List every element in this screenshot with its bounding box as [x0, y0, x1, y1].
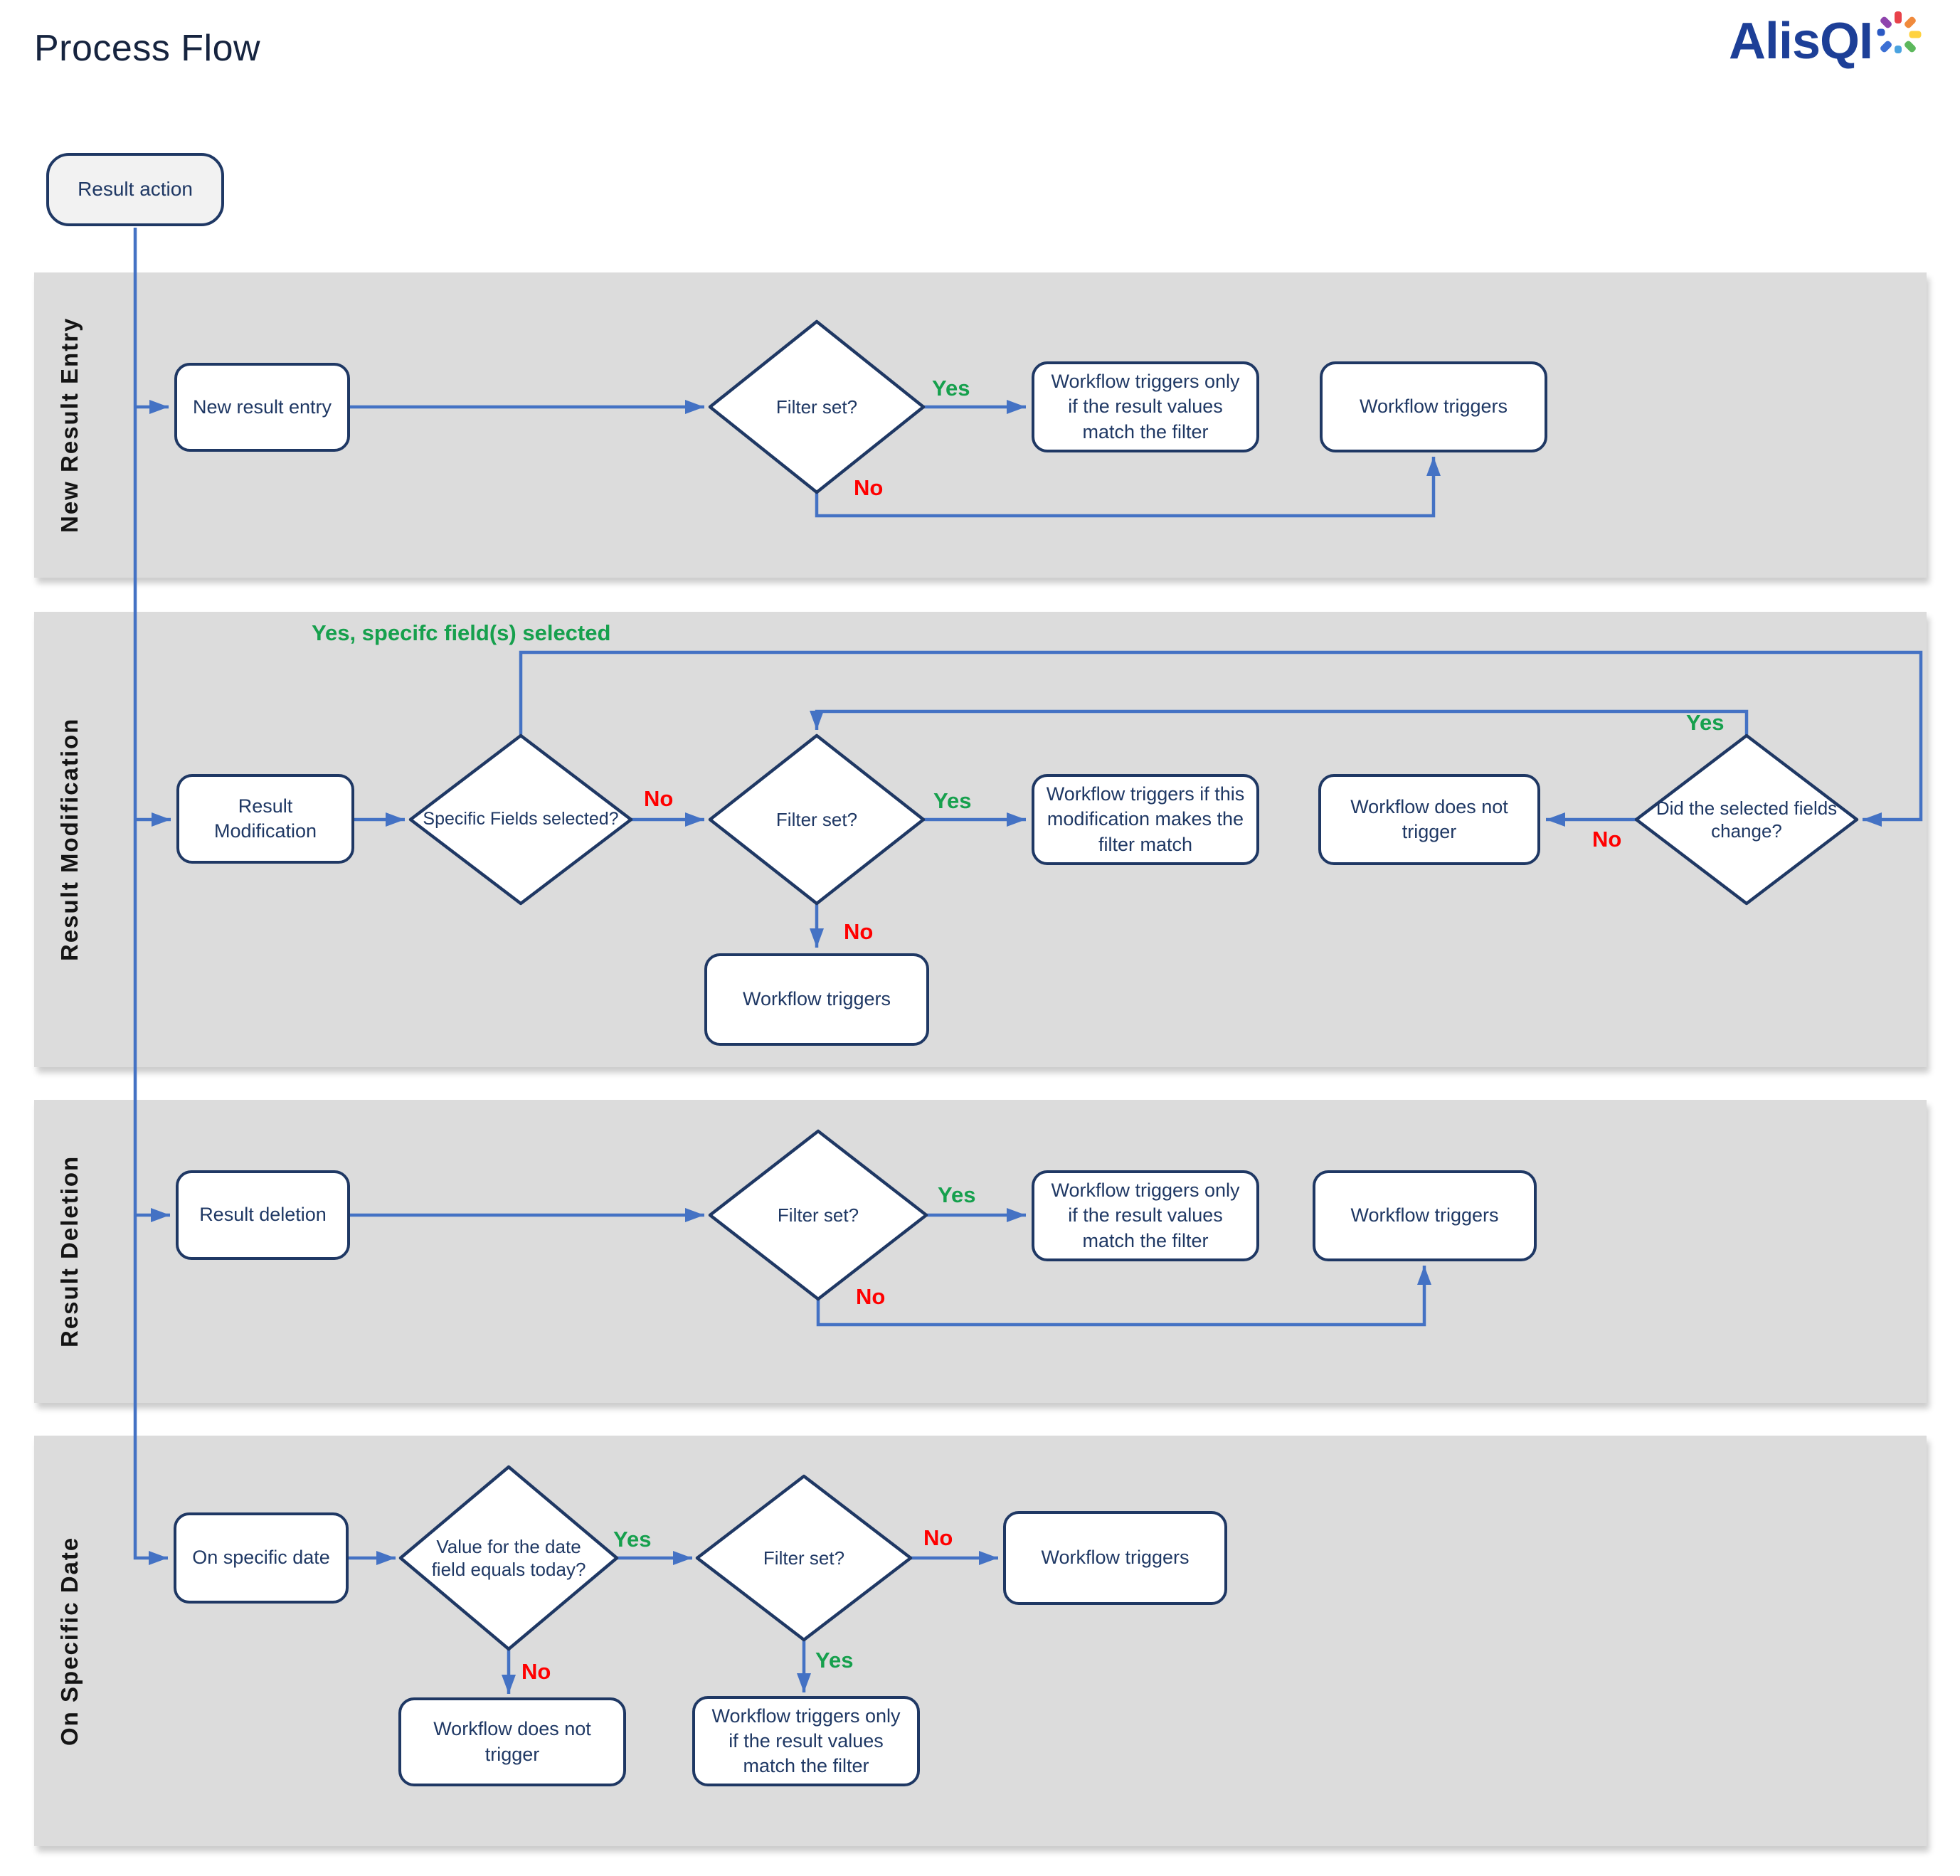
- edge-label-l4-date-no: No: [521, 1659, 551, 1684]
- alisqi-logo: AlisQI: [1728, 11, 1922, 70]
- edge-label-l2-change-yes: Yes: [1686, 710, 1725, 735]
- edge-label-l2-fields-no: No: [644, 786, 674, 811]
- alisqi-logo-text: AlisQI: [1728, 13, 1873, 70]
- lane-on-specific-date: [34, 1436, 1927, 1846]
- lane-label-on-specific-date: On Specific Date: [56, 1536, 83, 1746]
- start-node-result-action[interactable]: Result action: [46, 153, 224, 226]
- edge-label-l2-filter-no: No: [844, 919, 874, 944]
- edge-label-l4-filter-no: No: [923, 1525, 953, 1550]
- node-new-result-entry[interactable]: New result entry: [174, 363, 350, 452]
- alisqi-spinner-icon: [1875, 11, 1922, 57]
- edge-label-l4-filter-yes: Yes: [815, 1648, 854, 1673]
- edge-label-l2-change-no: No: [1592, 827, 1622, 852]
- edge-label-l4-date-yes: Yes: [613, 1527, 652, 1552]
- node-l1-workflow-triggers-filter-match[interactable]: Workflow triggers only if the result val…: [1032, 361, 1259, 452]
- node-on-specific-date[interactable]: On specific date: [174, 1512, 349, 1604]
- edge-label-l3-no: No: [856, 1284, 886, 1309]
- edge-label-l1-yes: Yes: [932, 376, 970, 401]
- node-l4-workflow-triggers-filter-match[interactable]: Workflow triggers only if the result val…: [692, 1696, 920, 1786]
- node-result-modification[interactable]: Result Modification: [176, 774, 354, 864]
- edge-label-l2-fields-yes: Yes, specifc field(s) selected: [312, 620, 611, 645]
- node-l4-workflow-does-not-trigger[interactable]: Workflow does not trigger: [398, 1697, 626, 1786]
- lane-label-result-deletion: Result Deletion: [56, 1155, 83, 1348]
- lane-result-deletion: [34, 1100, 1927, 1403]
- node-l2-workflow-triggers[interactable]: Workflow triggers: [704, 953, 929, 1046]
- node-l1-workflow-triggers[interactable]: Workflow triggers: [1320, 361, 1547, 452]
- lane-label-result-modification: Result Modification: [56, 717, 83, 962]
- edge-label-l1-no: No: [854, 475, 884, 500]
- diamond-text-l2-specific-fields: Specific Fields selected?: [423, 809, 619, 830]
- page-title: Process Flow: [34, 28, 261, 69]
- node-l3-workflow-triggers-filter-match[interactable]: Workflow triggers only if the result val…: [1032, 1170, 1259, 1261]
- node-result-deletion[interactable]: Result deletion: [176, 1170, 350, 1260]
- diamond-text-l4-date-equals-today: Value for the date field equals today?: [431, 1535, 586, 1581]
- node-l4-workflow-triggers[interactable]: Workflow triggers: [1003, 1511, 1227, 1605]
- diamond-text-l2-filter-set: Filter set?: [775, 808, 858, 830]
- node-l3-workflow-triggers[interactable]: Workflow triggers: [1313, 1170, 1537, 1261]
- diamond-text-l4-filter-set: Filter set?: [763, 1547, 845, 1569]
- node-l2-workflow-triggers-modification[interactable]: Workflow triggers if this modification m…: [1032, 774, 1259, 865]
- node-l2-workflow-does-not-trigger[interactable]: Workflow does not trigger: [1318, 774, 1540, 865]
- lane-label-new-result-entry: New Result Entry: [56, 317, 83, 534]
- diamond-text-l3-filter-set: Filter set?: [777, 1204, 859, 1226]
- diamond-text-l2-fields-change: Did the selected fields change?: [1656, 797, 1838, 842]
- edge-label-l3-yes: Yes: [938, 1182, 976, 1207]
- edge-label-l2-filter-yes: Yes: [933, 788, 972, 813]
- diamond-text-l1-filter-set: Filter set?: [775, 396, 858, 418]
